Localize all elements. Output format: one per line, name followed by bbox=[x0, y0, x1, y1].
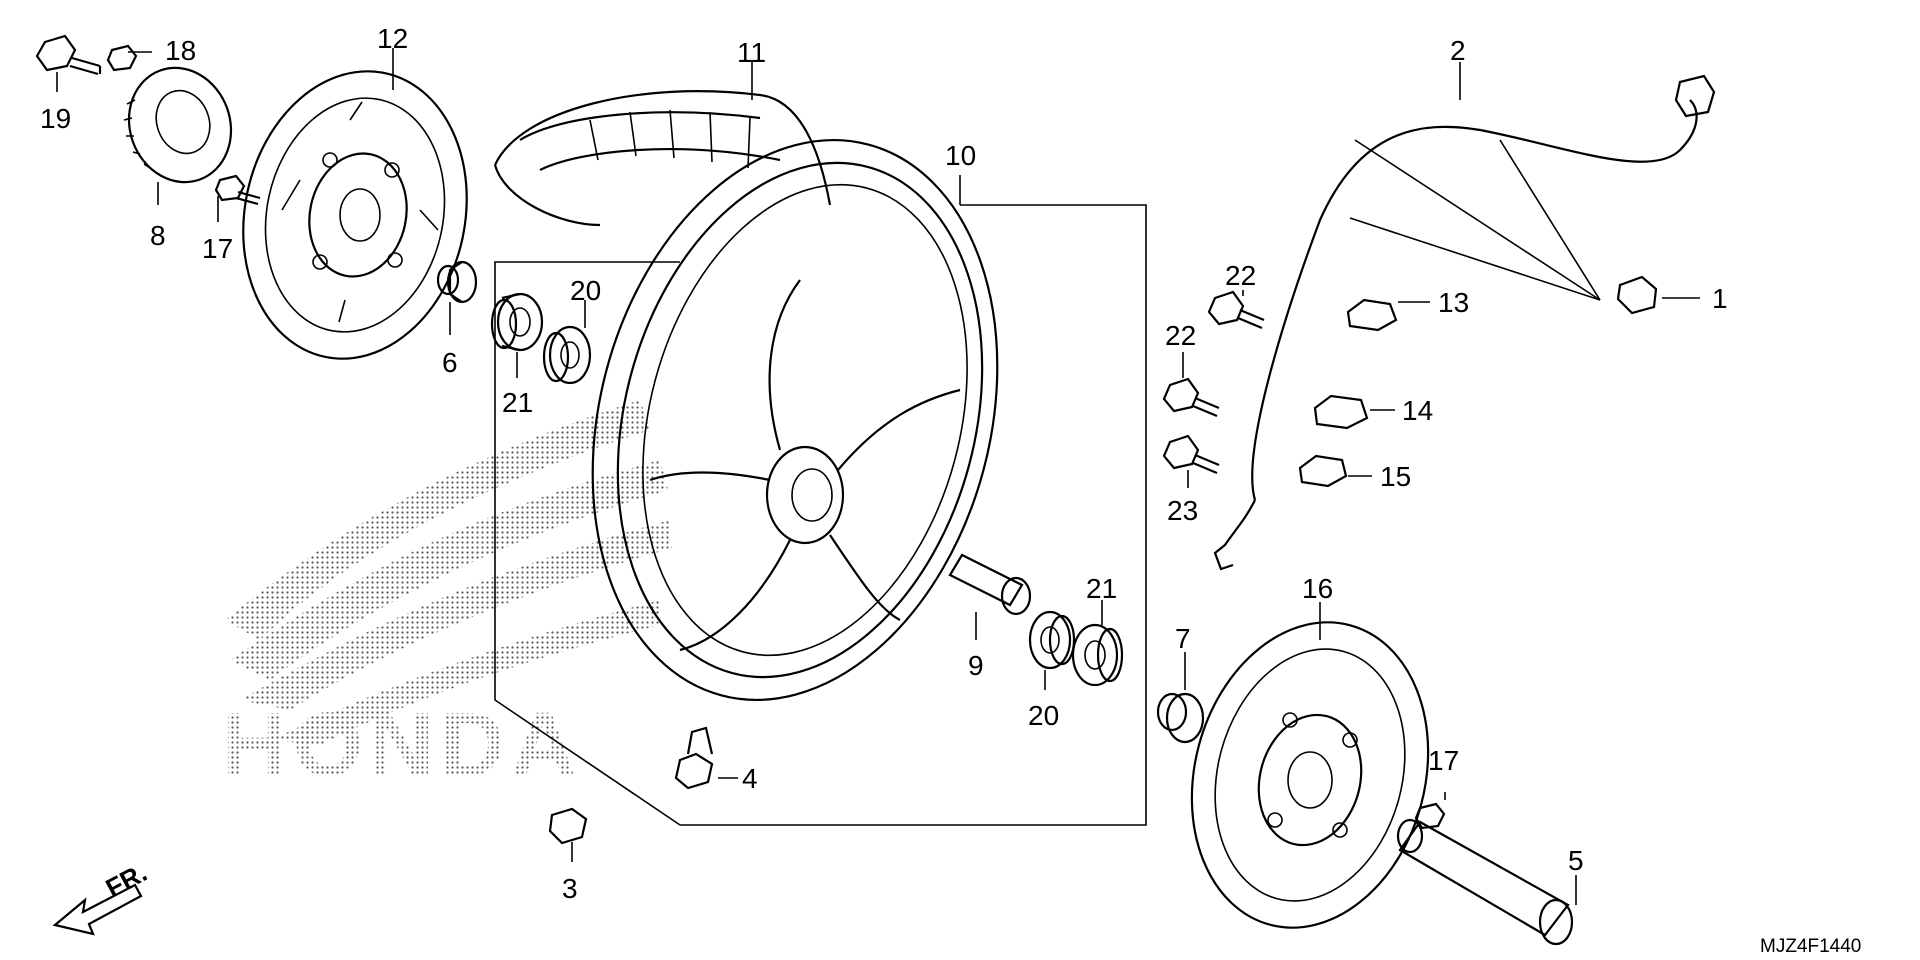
callout-18: 18 bbox=[165, 35, 196, 66]
callout-6: 6 bbox=[442, 347, 458, 378]
dust-seal-20-upper-icon bbox=[542, 325, 592, 385]
valve-cap-icon bbox=[548, 807, 588, 845]
side-collar-7-icon bbox=[1156, 692, 1205, 744]
front-direction-arrow-icon bbox=[52, 883, 143, 936]
side-collar-6-icon bbox=[436, 260, 478, 304]
callout-11: 11 bbox=[737, 37, 766, 68]
callout-2: 2 bbox=[1450, 35, 1466, 66]
callout-9: 9 bbox=[968, 650, 984, 681]
ball-bearing-21-lower-icon bbox=[1071, 623, 1124, 687]
callout-17-lower: 17 bbox=[1428, 745, 1459, 776]
dust-seal-20-lower-icon bbox=[1028, 610, 1076, 670]
flange-bolt-22-upper-icon bbox=[1207, 290, 1265, 330]
callout-10: 10 bbox=[945, 140, 976, 171]
wheel-rim-icon bbox=[591, 139, 999, 701]
flange-bolt-19-icon bbox=[35, 34, 102, 76]
cable-clip-icon bbox=[1616, 275, 1658, 315]
honda-wing-watermark bbox=[225, 400, 672, 745]
clamp-13-icon bbox=[1346, 298, 1398, 332]
flange-bolt-23-icon bbox=[1162, 434, 1220, 475]
bolt-18-icon bbox=[106, 44, 138, 72]
disc-bolt-17-lower-icon bbox=[1414, 802, 1446, 830]
front-direction-label: FR. bbox=[101, 857, 152, 903]
callout-22-lower: 22 bbox=[1165, 320, 1196, 351]
stay-bracket-14-icon bbox=[1313, 394, 1369, 430]
brake-disc-left-icon bbox=[242, 70, 468, 360]
callout-15: 15 bbox=[1380, 461, 1411, 492]
callout-3: 3 bbox=[562, 873, 578, 904]
brake-disc-right-icon bbox=[1190, 621, 1430, 929]
callout-21-upper: 21 bbox=[502, 387, 533, 418]
leader-lines bbox=[56, 48, 1700, 905]
callout-19: 19 bbox=[40, 103, 71, 134]
callout-21-lower: 21 bbox=[1086, 573, 1117, 604]
callout-13: 13 bbox=[1438, 287, 1469, 318]
callout-14: 14 bbox=[1402, 395, 1433, 426]
distance-collar-9-icon bbox=[948, 553, 1032, 616]
disc-bolt-17-top-icon bbox=[214, 174, 261, 206]
callout-7: 7 bbox=[1175, 623, 1191, 654]
callout-17-top: 17 bbox=[202, 233, 233, 264]
speed-sensor-cable-icon bbox=[1213, 74, 1716, 571]
callout-4: 4 bbox=[742, 763, 758, 794]
wheel-assembly-bracket bbox=[494, 175, 1147, 826]
callout-20-upper: 20 bbox=[570, 275, 601, 306]
callout-23: 23 bbox=[1167, 495, 1198, 526]
pulser-ring-icon bbox=[123, 66, 233, 184]
flange-bolt-22-lower-icon bbox=[1162, 377, 1220, 418]
callout-5: 5 bbox=[1568, 845, 1584, 876]
drawing-code: MJZ4F1440 bbox=[1760, 936, 1861, 957]
stay-bracket-15-icon bbox=[1298, 454, 1348, 488]
ball-bearing-21-upper-icon bbox=[490, 292, 544, 352]
callout-12: 12 bbox=[377, 23, 408, 54]
axle-shaft-icon bbox=[1396, 818, 1574, 946]
callout-20-lower: 20 bbox=[1028, 700, 1059, 731]
callout-1: 1 bbox=[1712, 283, 1728, 314]
tire-icon bbox=[493, 90, 832, 227]
callout-8: 8 bbox=[150, 220, 166, 251]
honda-wordmark-watermark: HONDA bbox=[222, 695, 582, 795]
callout-22-upper: 22 bbox=[1225, 260, 1256, 291]
callout-16: 16 bbox=[1302, 573, 1333, 604]
tire-valve-icon bbox=[674, 726, 714, 790]
